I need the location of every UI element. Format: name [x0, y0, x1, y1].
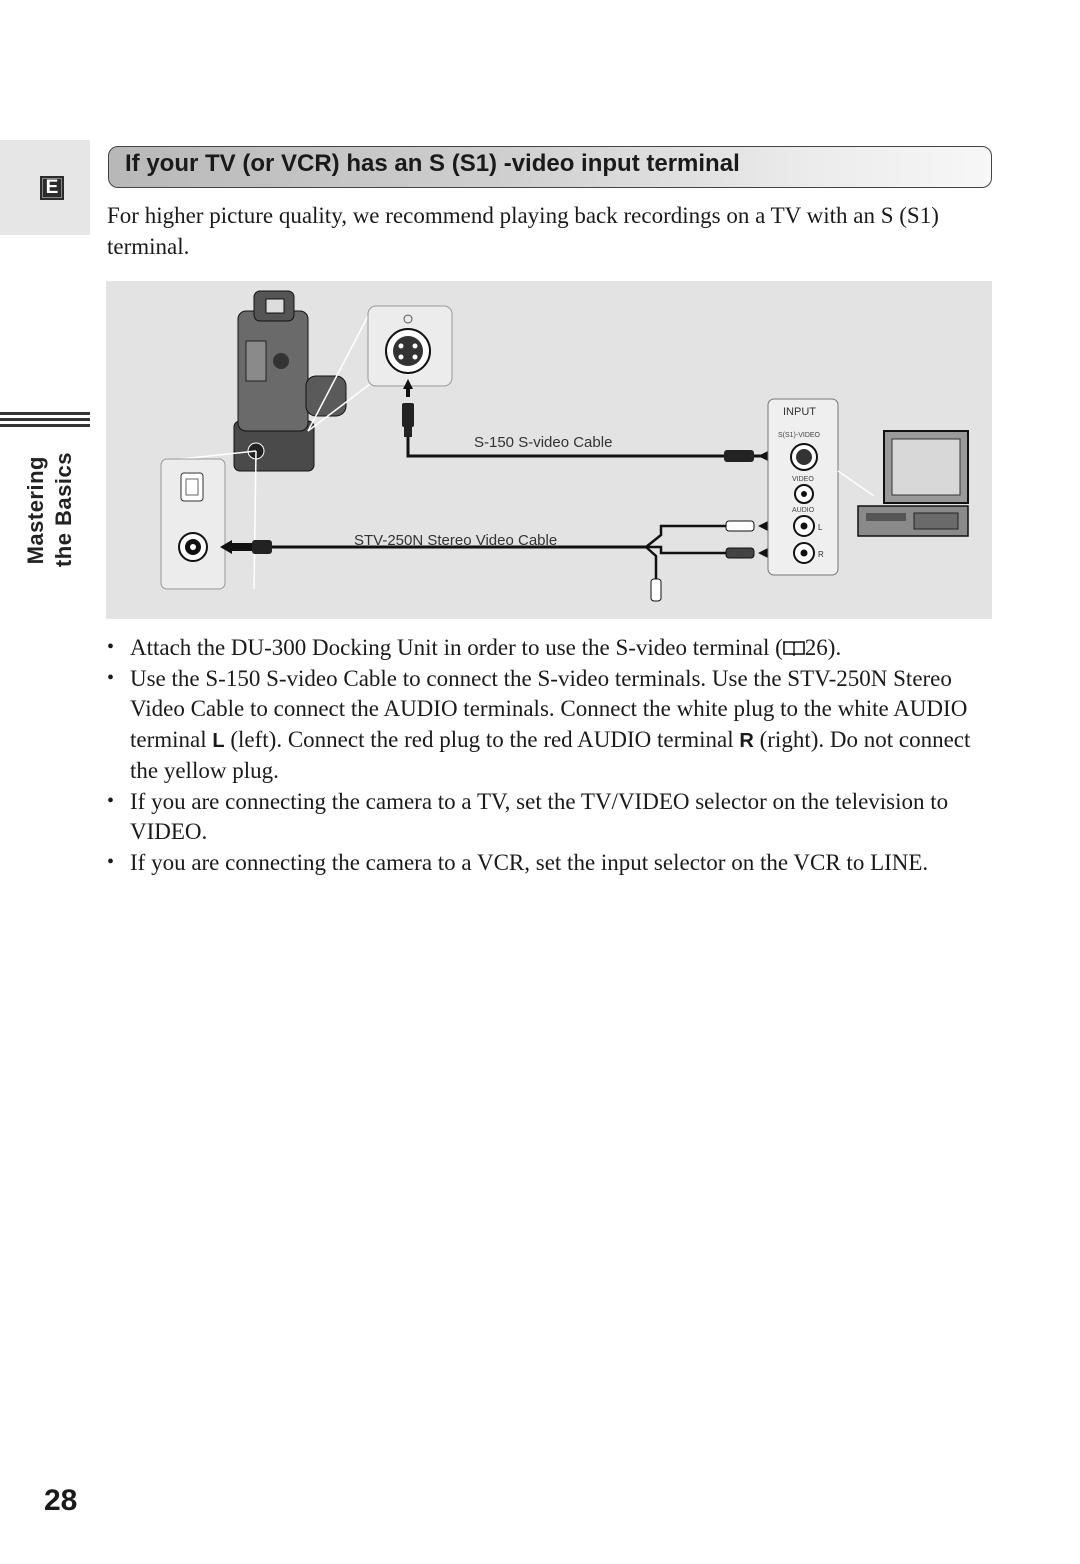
svideo-jack-label: S(S1)-VIDEO	[778, 432, 821, 439]
section-tab: Mastering the Basics	[0, 440, 90, 580]
stereo-cable: STV-250N Stereo Video Cable	[220, 520, 768, 602]
camcorder-illustration	[233, 290, 347, 472]
stereo-cable-label: STV-250N Stereo Video Cable	[354, 532, 557, 549]
side-divider-rules	[0, 412, 90, 436]
section-heading: If your TV (or VCR) has an S (S1) -video…	[108, 146, 992, 188]
audio-jack-label: AUDIO	[792, 507, 815, 514]
instruction-item: • Attach the DU-300 Docking Unit in order…	[104, 633, 994, 664]
instruction-item: • If you are connecting the camera to a T…	[104, 787, 994, 848]
intro-paragraph: For higher picture quality, we recommend…	[107, 203, 939, 259]
tv-input-panel: INPUT S(S1)-VIDEO VIDEO AUDIO L R	[767, 398, 839, 576]
instruction-text: If you are connecting the camera to a TV…	[130, 788, 949, 845]
instruction-text: (right). Do not connect the yellow plug.	[130, 726, 971, 784]
bullet-icon: •	[107, 666, 115, 689]
right-terminal-mark: R	[739, 729, 754, 752]
bullet-icon: •	[107, 850, 115, 873]
svideo-inset	[367, 305, 453, 397]
page-number: 28	[44, 1484, 78, 1517]
instruction-item: • Use the S-150 S-video Cable to connect …	[104, 664, 994, 787]
television-illustration	[837, 430, 969, 537]
bullet-icon: •	[107, 789, 115, 812]
instruction-text: If you are connecting the camera to a VC…	[130, 849, 929, 875]
connection-diagram: S-150 S-video Cable STV-250N Stereo Vide…	[106, 281, 992, 619]
section-heading-text: If your TV (or VCR) has an S (S1) -video…	[125, 150, 740, 177]
instruction-text: Use the S-150 S-video Cable to connect t…	[130, 665, 968, 752]
section-tab-line2: the Basics	[51, 452, 76, 568]
book-icon	[782, 635, 805, 660]
svideo-cable-label: S-150 S-video Cable	[474, 434, 612, 451]
language-badge: E	[40, 176, 64, 200]
connection-diagram-drawing: S-150 S-video Cable STV-250N Stereo Vide…	[160, 290, 969, 602]
instruction-item: • If you are connecting the camera to a V…	[104, 848, 994, 879]
svideo-cable: S-150 S-video Cable	[402, 403, 770, 462]
section-tab-line1: Mastering	[23, 455, 48, 565]
left-terminal-mark: L	[212, 729, 225, 752]
instruction-text: (left). Connect the red plug to the red …	[224, 726, 740, 752]
input-panel-label: INPUT	[783, 406, 816, 418]
instruction-text: 26).	[804, 635, 842, 660]
bullet-icon: •	[107, 636, 115, 658]
instruction-text: Attach the DU-300 Docking Unit in order …	[130, 635, 783, 660]
right-jack-label: R	[818, 550, 824, 559]
dock-inset	[160, 458, 226, 590]
left-jack-label: L	[818, 523, 823, 532]
video-jack-label: VIDEO	[792, 476, 814, 483]
instruction-list: • Attach the DU-300 Docking Unit in order…	[104, 633, 994, 878]
